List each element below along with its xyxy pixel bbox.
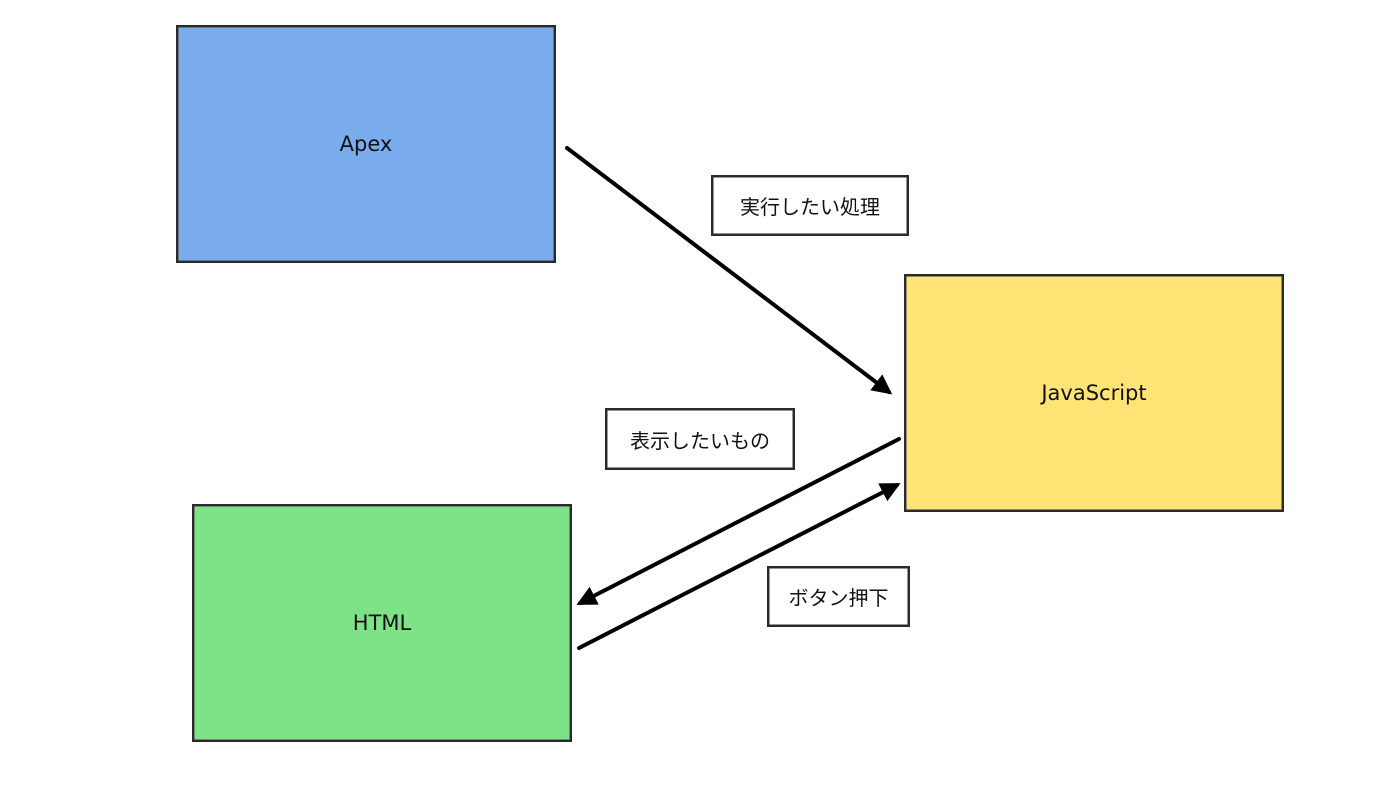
edge-label-javascript-to-html: 表示したいもの [605, 408, 795, 470]
edge-label-html-to-javascript: ボタン押下 [767, 566, 910, 627]
node-apex[interactable]: Apex [176, 25, 556, 263]
node-html[interactable]: HTML [192, 504, 572, 742]
node-javascript[interactable]: JavaScript [904, 274, 1284, 512]
node-javascript-label: JavaScript [1041, 381, 1147, 405]
node-html-label: HTML [352, 611, 412, 635]
edge-label-apex-to-javascript: 実行したい処理 [711, 175, 909, 236]
node-apex-label: Apex [339, 132, 393, 156]
